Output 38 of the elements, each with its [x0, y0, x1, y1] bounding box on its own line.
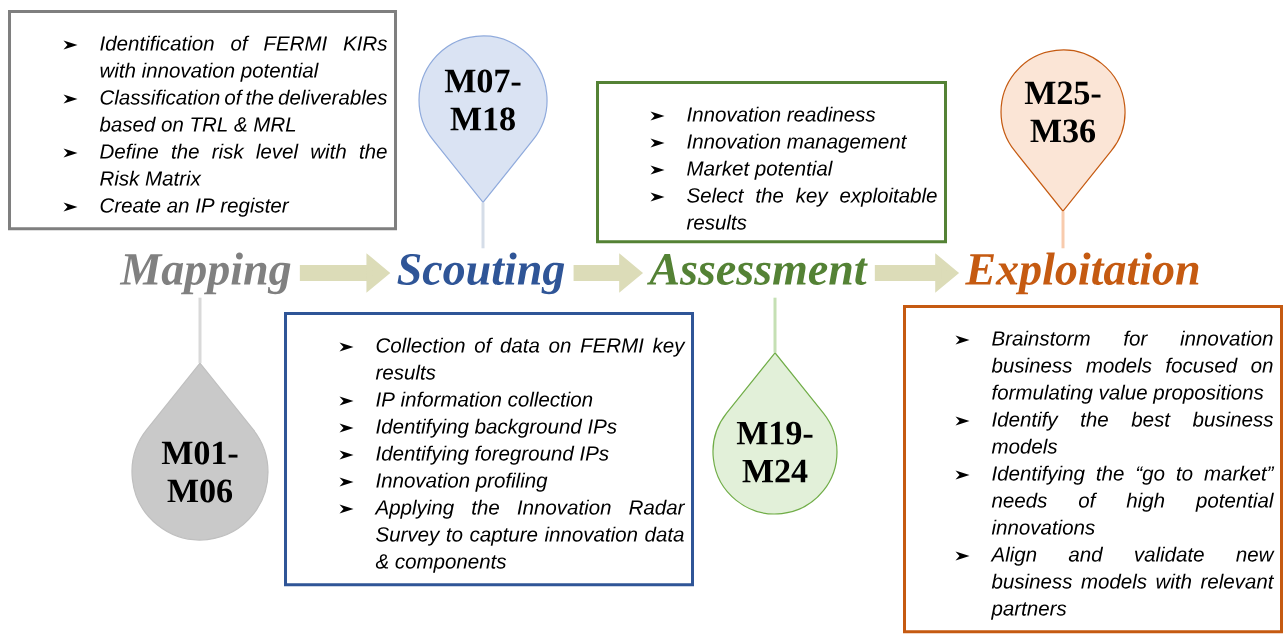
- bullet-text: Classification of the deliverables based on TRL & MRL: [99, 89, 388, 132]
- pin-marker: [712, 352, 838, 515]
- pin-marker: [1000, 49, 1126, 212]
- bullet-text: Define the risk level with the Risk Matrix: [100, 143, 387, 186]
- bullet-text: Create an IP register: [100, 197, 290, 217]
- bullet-text: Brainstorm for innovation business models focused on formulating value propositions: [991, 330, 1273, 404]
- bullet-text: Innovation readiness: [687, 106, 876, 122]
- bullet-text: Select the key exploitable results: [686, 187, 937, 230]
- bullet-text: Identifying the “go to market” needs of high potential innovations: [991, 465, 1275, 535]
- connector-line: [198, 297, 202, 363]
- connector-line: [481, 202, 485, 249]
- bullet-text: Applying the Innovation Radar Survey to capture innovation data & components: [374, 499, 686, 573]
- connector-line: [1061, 211, 1065, 249]
- pin-marker: [418, 35, 548, 203]
- bullet-list-box: [8, 10, 397, 231]
- phase-title: Exploitation: [965, 252, 1199, 295]
- period-label: M25- M36: [1024, 81, 1101, 143]
- period-label: M01- M06: [161, 441, 238, 503]
- bullet-text: Innovation profiling: [376, 472, 548, 492]
- bullet-list-box: [596, 81, 947, 244]
- bullet-list-box: [284, 312, 694, 587]
- bullet-text: Identifying foreground IPs: [376, 445, 609, 465]
- bullet-list-box: [903, 305, 1283, 634]
- period-label: M19- M24: [736, 421, 813, 483]
- bullet-text: Align and validate new business models with relevant partners: [990, 546, 1275, 620]
- period-label: M07- M18: [444, 69, 521, 131]
- bullet-text: Identification of FERMI KIRs with innovation potential: [100, 35, 388, 82]
- bullet-text: Innovation management: [687, 133, 908, 153]
- pin-marker: [131, 362, 269, 541]
- bullet-text: IP information collection: [376, 391, 593, 407]
- connector-line: [773, 297, 777, 353]
- bullet-text: Collection of data on FERMI key results: [375, 337, 686, 380]
- phase-title: Scouting: [397, 252, 565, 295]
- phase-title: Mapping: [119, 252, 291, 295]
- bullet-text: Market potential: [687, 160, 833, 180]
- phase-title: Assessment: [647, 254, 868, 285]
- bullet-text: Identify the best business models: [991, 411, 1274, 454]
- bullet-text: Identifying background IPs: [376, 418, 617, 438]
